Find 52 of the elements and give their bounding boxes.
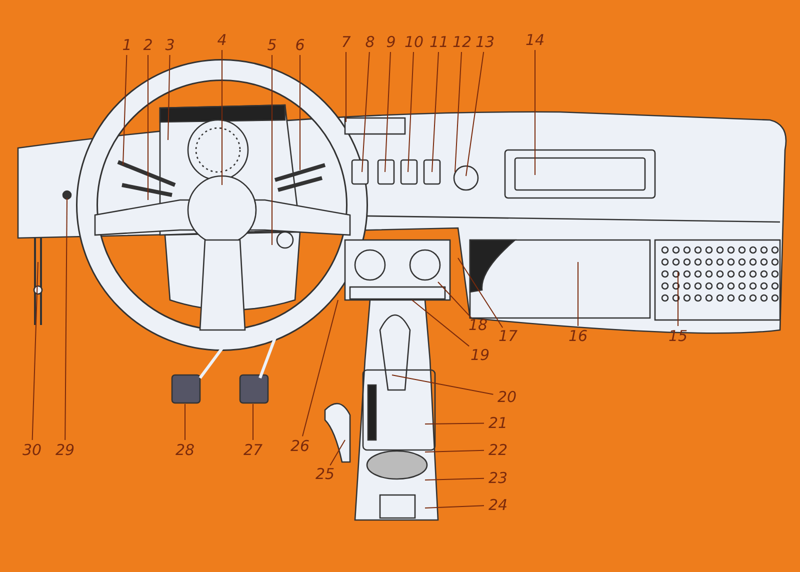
callout-number: 7 <box>341 34 351 50</box>
callout-number: 29 <box>55 442 75 458</box>
callout-number: 5 <box>267 37 277 53</box>
leader-line <box>168 54 170 140</box>
callout-number: 25 <box>315 466 335 482</box>
leader-line <box>424 505 484 508</box>
leader-line <box>454 52 462 172</box>
leader-line <box>408 52 414 172</box>
callout-number: 15 <box>668 328 688 344</box>
callout-number: 30 <box>22 442 42 458</box>
callout-number: 27 <box>243 442 263 458</box>
callout-number: 13 <box>475 34 495 50</box>
callout-number: 2 <box>143 37 153 53</box>
leader-line <box>412 300 470 347</box>
leader-line <box>392 374 494 395</box>
callout-number: 18 <box>468 317 488 333</box>
callout-number: 26 <box>290 438 310 454</box>
callout-number: 1 <box>122 37 132 53</box>
callout-number: 4 <box>217 32 227 48</box>
leader-line <box>432 52 439 172</box>
callout-number: 3 <box>165 37 175 53</box>
callout-number: 24 <box>488 497 508 513</box>
callout-number: 21 <box>488 415 508 431</box>
callout-number: 20 <box>497 389 517 405</box>
leader-line <box>32 262 38 440</box>
leader-line <box>438 282 472 318</box>
callout-number: 23 <box>488 470 508 486</box>
callout-number: 9 <box>386 34 396 50</box>
callout-number: 14 <box>525 32 545 48</box>
callout-number: 6 <box>295 37 305 53</box>
leader-line <box>64 198 68 440</box>
leader-line <box>424 478 484 480</box>
leader-line <box>384 52 391 172</box>
leader-line <box>184 404 186 440</box>
callout-number: 16 <box>568 328 588 344</box>
callout-number: 11 <box>429 34 449 50</box>
leader-line <box>330 440 346 466</box>
callout-number: 12 <box>452 34 472 50</box>
callout-number: 28 <box>175 442 195 458</box>
leader-line <box>362 52 370 172</box>
leader-line <box>534 50 536 176</box>
callout-number: 17 <box>498 328 518 344</box>
callout-number: 22 <box>488 442 508 458</box>
leader-line <box>424 450 484 452</box>
leader-line <box>122 54 128 166</box>
leader-line <box>424 422 484 424</box>
callout-number: 8 <box>365 34 375 50</box>
leader-line <box>302 300 338 437</box>
callout-number: 19 <box>470 347 490 363</box>
callout-number: 10 <box>404 34 424 50</box>
leader-line <box>466 51 484 176</box>
leader-line <box>252 404 254 440</box>
